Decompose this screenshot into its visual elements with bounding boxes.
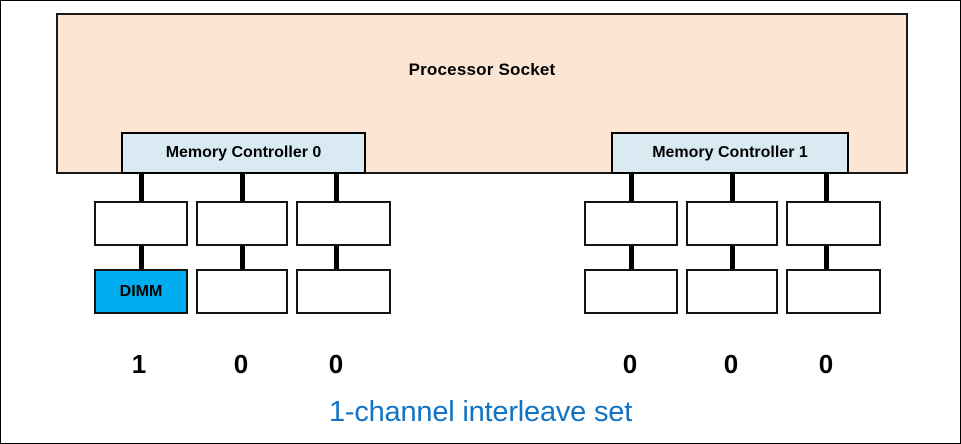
count-mc1-ch0: 0 [622,349,638,379]
slot-mc0-ch2-row1[interactable] [296,269,391,314]
processor-socket-label: Processor Socket [408,60,556,79]
count-mc0-ch2: 0 [328,349,344,379]
slot-mc0-ch1-row1[interactable] [196,269,288,314]
connector-mc1-ch1-mid [730,244,735,271]
slot-mc0-ch0-row1-dimm[interactable]: DIMM [94,269,188,314]
slot-mc0-ch2-row0[interactable] [296,201,391,246]
memory-controller-1: Memory Controller 1 [611,132,849,174]
connector-mc1-ch0-top [629,172,634,202]
memory-controller-0: Memory Controller 0 [121,132,366,174]
connector-mc1-ch0-mid [629,244,634,271]
count-mc0-ch0: 1 [131,349,147,379]
slot-mc1-ch1-row1[interactable] [686,269,778,314]
connector-mc0-ch0-mid [139,244,144,271]
connector-mc0-ch1-mid [240,244,245,271]
connector-mc0-ch2-top [334,172,339,202]
connector-mc1-ch2-mid [824,244,829,271]
slot-mc1-ch2-row0[interactable] [786,201,881,246]
connector-mc0-ch1-top [240,172,245,202]
slot-mc1-ch2-row1[interactable] [786,269,881,314]
slot-mc0-ch0-row0[interactable] [94,201,188,246]
slot-mc1-ch1-row0[interactable] [686,201,778,246]
connector-mc1-ch1-top [730,172,735,202]
slot-mc1-ch0-row1[interactable] [584,269,678,314]
connector-mc0-ch2-mid [334,244,339,271]
diagram-caption: 1-channel interleave set [328,396,633,428]
connector-mc1-ch2-top [824,172,829,202]
count-mc1-ch2: 0 [818,349,834,379]
slot-mc0-ch1-row0[interactable] [196,201,288,246]
count-mc1-ch1: 0 [723,349,739,379]
slot-mc1-ch0-row0[interactable] [584,201,678,246]
count-mc0-ch1: 0 [233,349,249,379]
connector-mc0-ch0-top [139,172,144,202]
